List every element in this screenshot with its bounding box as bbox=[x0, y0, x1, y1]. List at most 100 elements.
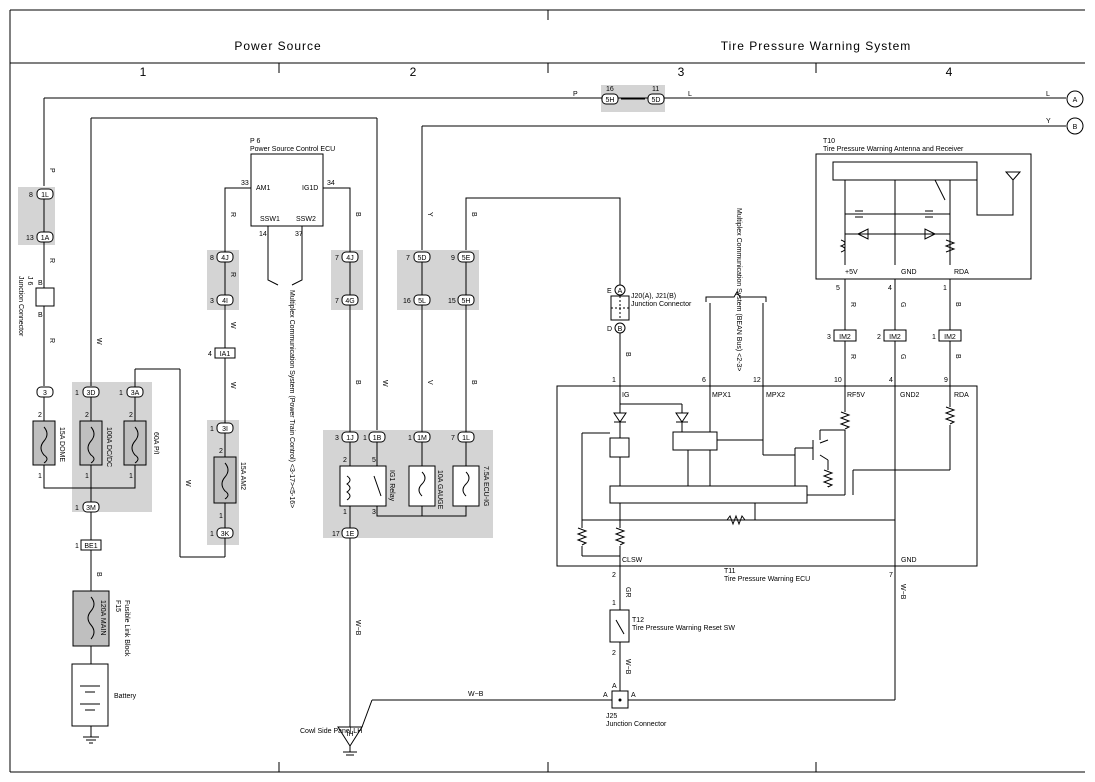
pin-7-1l: 7 bbox=[451, 435, 455, 442]
fuse-dcdc-label: 100A DC/DC bbox=[105, 427, 112, 467]
wire-v: V bbox=[426, 380, 433, 385]
ref-connector-b bbox=[1066, 117, 1084, 135]
wire-g-im2: G bbox=[899, 354, 906, 359]
connector-3 bbox=[36, 386, 54, 398]
wire-b-5h: B bbox=[470, 380, 477, 385]
pin-17: 17 bbox=[332, 531, 340, 538]
pin-3-4i: 3 bbox=[210, 298, 214, 305]
fuse-gauge-label: 10A GAUGE bbox=[436, 470, 443, 510]
connector-1e-label: 1E bbox=[346, 531, 355, 538]
fusible-link-main bbox=[72, 590, 110, 647]
pin-4-t10: 4 bbox=[888, 285, 892, 292]
ground-ih-label: IH bbox=[347, 731, 354, 738]
connector-im2-a-label: IM2 bbox=[839, 334, 851, 341]
wire-b-t10: B bbox=[954, 302, 961, 307]
connector-5e-label: 5E bbox=[462, 255, 471, 262]
ecu-pin-2: 2 bbox=[612, 572, 616, 579]
pin-1-im2: 1 bbox=[932, 334, 936, 341]
wire-b-p6: B bbox=[354, 212, 361, 217]
fuse-100a-dcdc bbox=[79, 397, 103, 483]
pin-16-top: 16 bbox=[606, 86, 614, 93]
fuse-15a-dome bbox=[32, 397, 56, 483]
pin-1-1m: 1 bbox=[408, 435, 412, 442]
pin-16-5l: 16 bbox=[403, 298, 411, 305]
t11-ecu-box bbox=[556, 385, 978, 567]
connector-ia1-label: IA1 bbox=[220, 351, 231, 358]
pin-8: 8 bbox=[29, 192, 33, 199]
wire-r-im2: R bbox=[849, 354, 856, 359]
pin-1-3i: 1 bbox=[210, 426, 214, 433]
wire-r-4j: R bbox=[229, 272, 236, 277]
ref-a-label: A bbox=[1073, 97, 1078, 104]
wire-w-1: W bbox=[95, 338, 102, 345]
connector-3d-label: 3D bbox=[87, 390, 96, 397]
pin-1-pi: 1 bbox=[129, 473, 133, 480]
p6-id: P 6 bbox=[250, 138, 260, 145]
t10-name: Tire Pressure Warning Antenna and Receiv… bbox=[823, 146, 964, 153]
j6-b-bottom: B bbox=[38, 312, 43, 319]
wire-wb-1e: W−B bbox=[354, 620, 361, 636]
t11-name: Tire Pressure Warning ECU bbox=[724, 576, 810, 583]
wire-w-ia1: W bbox=[229, 382, 236, 389]
t10-gnd: GND bbox=[901, 269, 917, 276]
ecu-pin-12: 12 bbox=[753, 377, 761, 384]
pin-2-dcdc: 2 bbox=[85, 412, 89, 419]
ig1-relay-label: IG1 Relay bbox=[388, 470, 395, 502]
ig1-relay bbox=[339, 465, 387, 507]
wire-p-label: P bbox=[573, 91, 578, 98]
p6-ssw1: SSW1 bbox=[260, 216, 280, 223]
wire-r-2: R bbox=[48, 338, 55, 343]
connector-1m-label: 1M bbox=[417, 435, 427, 442]
pin-33: 33 bbox=[241, 180, 249, 187]
wire-l2-label: L bbox=[1046, 91, 1050, 98]
connector-5d-top-label: 5D bbox=[652, 97, 661, 104]
pin-9-5e: 9 bbox=[451, 255, 455, 262]
j20-a bbox=[614, 284, 626, 296]
connector-1j-label: 1J bbox=[346, 435, 353, 442]
pin-4-ia1: 4 bbox=[208, 351, 212, 358]
connector-4g-label: 4G bbox=[345, 298, 354, 305]
wire-wb-gnd: W−B bbox=[899, 584, 906, 600]
wire-b-5e: B bbox=[470, 212, 477, 217]
fusible-link-id: F15 bbox=[114, 600, 121, 612]
connector-5h-top-label: 5H bbox=[606, 97, 615, 104]
pin-1-am2: 1 bbox=[219, 513, 223, 520]
t12-pin-1: 1 bbox=[612, 600, 616, 607]
t10-id: T10 bbox=[823, 138, 835, 145]
p6-ssw2: SSW2 bbox=[296, 216, 316, 223]
ecu-gnd2: GND2 bbox=[900, 392, 920, 399]
wire-wb-ground: W−B bbox=[468, 691, 484, 698]
ecu-pin-10: 10 bbox=[834, 377, 842, 384]
wire-w-4i: W bbox=[229, 322, 236, 329]
wire-w-1b: W bbox=[381, 380, 388, 387]
j6-b-top: B bbox=[38, 280, 43, 287]
connector-1l-2-label: 1L bbox=[462, 435, 470, 442]
fuse-pi-label: 60A P/I bbox=[152, 432, 159, 455]
connector-1a bbox=[36, 231, 54, 243]
connector-4j-2-label: 4J bbox=[346, 255, 353, 262]
ref-b-label: B bbox=[1073, 124, 1078, 131]
wire-r-1: R bbox=[48, 258, 55, 263]
t12-id: T12 bbox=[632, 617, 644, 624]
pin-1-3k: 1 bbox=[210, 531, 214, 538]
wire-wb-t12: W−B bbox=[624, 659, 631, 675]
t10-receiver-ic bbox=[832, 161, 978, 181]
p6-name: Power Source Control ECU bbox=[250, 146, 335, 153]
j20-desc: Junction Connector bbox=[631, 301, 692, 308]
pin-2-pi: 2 bbox=[129, 412, 133, 419]
column-1: 1 bbox=[140, 65, 147, 79]
frame bbox=[9, 9, 1085, 773]
fuse-dome-label: 15A DOME bbox=[58, 427, 65, 462]
wire-b-j20: B bbox=[624, 352, 631, 357]
section-title-power-source: Power Source bbox=[234, 39, 321, 53]
pin-8-4j: 8 bbox=[210, 255, 214, 262]
ecu-pin-7: 7 bbox=[889, 572, 893, 579]
j6-name: Junction Connector bbox=[17, 276, 24, 337]
j25-name: Junction Connector bbox=[606, 721, 667, 728]
pin-5-t10: 5 bbox=[836, 285, 840, 292]
column-4: 4 bbox=[946, 65, 953, 79]
battery-box bbox=[71, 663, 109, 727]
pin-7-5d: 7 bbox=[406, 255, 410, 262]
ecu-gnd: GND bbox=[901, 557, 917, 564]
pin-1-3m: 1 bbox=[75, 505, 79, 512]
